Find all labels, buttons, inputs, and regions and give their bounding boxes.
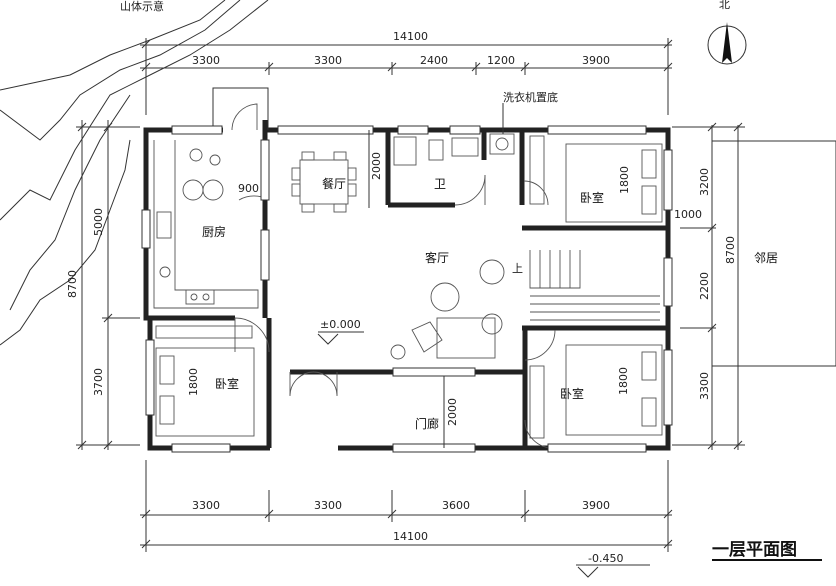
bedroom-se-bed-dim: 1800 (617, 367, 630, 395)
dim-bottom-total: 14100 (393, 530, 428, 543)
dining-table (291, 151, 357, 213)
kitchen-door-dim: 900 (238, 182, 259, 195)
floor-elevation: ±0.000 (320, 318, 361, 331)
bedroom-sw-bed-dim: 1800 (187, 368, 200, 396)
washer-label: 洗衣机置底 (503, 90, 558, 104)
dim-bottom-1: 3300 (192, 499, 220, 512)
dim-bottom-4: 3900 (582, 499, 610, 512)
kitchen-label: 厨房 (202, 224, 226, 239)
kitchen-fixtures (153, 140, 259, 309)
living-label: 客厅 (425, 250, 449, 265)
entry-dim: 2000 (446, 398, 459, 426)
dim-left-total: 8700 (66, 270, 79, 298)
dim-top-5: 3900 (582, 54, 610, 67)
dim-right-2: 2200 (698, 272, 711, 300)
interior-walls (150, 130, 668, 448)
ground-elevation-marker (576, 564, 650, 578)
kitchen-entry-bump (212, 87, 269, 131)
bath-label: 卫 (434, 177, 446, 191)
mountain-label: 山体示意 (120, 0, 164, 13)
dim-top-3: 2400 (420, 54, 448, 67)
bedroom-ne-bed-dim: 1800 (618, 166, 631, 194)
stair-up-label: 上 (512, 262, 523, 275)
dim-left-1: 5000 (92, 208, 105, 236)
dim-right-3: 3300 (698, 372, 711, 400)
neighbor-building (711, 140, 836, 367)
bedroom-sw-furniture (155, 325, 255, 437)
floor-elevation-marker (317, 331, 364, 345)
dim-bottom-2: 3300 (314, 499, 342, 512)
mountain-outline (0, 0, 269, 346)
north-arrow-icon (707, 22, 747, 65)
bedroom-se-furniture (529, 344, 663, 439)
windows (141, 125, 673, 453)
exterior-walls (143, 120, 671, 451)
north-label: 北 (719, 0, 730, 11)
dim-top-1: 3300 (192, 54, 220, 67)
dim-left-2: 3700 (92, 368, 105, 396)
dim-top-total: 14100 (393, 30, 428, 43)
dim-right-1: 3200 (698, 168, 711, 196)
dining-dim: 2000 (370, 152, 383, 180)
dining-label: 餐厅 (322, 176, 346, 191)
dim-top-2: 3300 (314, 54, 342, 67)
bedroom-ne-furniture (529, 135, 663, 223)
left-dimension-lines (76, 120, 140, 450)
ground-elevation: -0.450 (588, 552, 623, 565)
living-furniture (390, 259, 505, 360)
bedroom-sw-label: 卧室 (215, 376, 239, 391)
floor-plan-title: 一层平面图 (712, 540, 797, 560)
bottom-dimension-lines (140, 460, 673, 552)
bathroom-fixtures (393, 133, 515, 166)
top-dimension-lines (140, 38, 673, 115)
dim-right-total: 8700 (724, 236, 737, 264)
staircase (529, 250, 660, 321)
dim-right-offset: 1000 (674, 208, 702, 221)
door-swings (234, 174, 556, 449)
dim-bottom-3: 3600 (442, 499, 470, 512)
bedroom-ne-label: 卧室 (580, 190, 604, 205)
dim-top-4: 1200 (487, 54, 515, 67)
neighbor-label: 邻居 (754, 251, 778, 265)
entry-label: 门廊 (415, 416, 439, 431)
bedroom-se-label: 卧室 (560, 386, 584, 401)
